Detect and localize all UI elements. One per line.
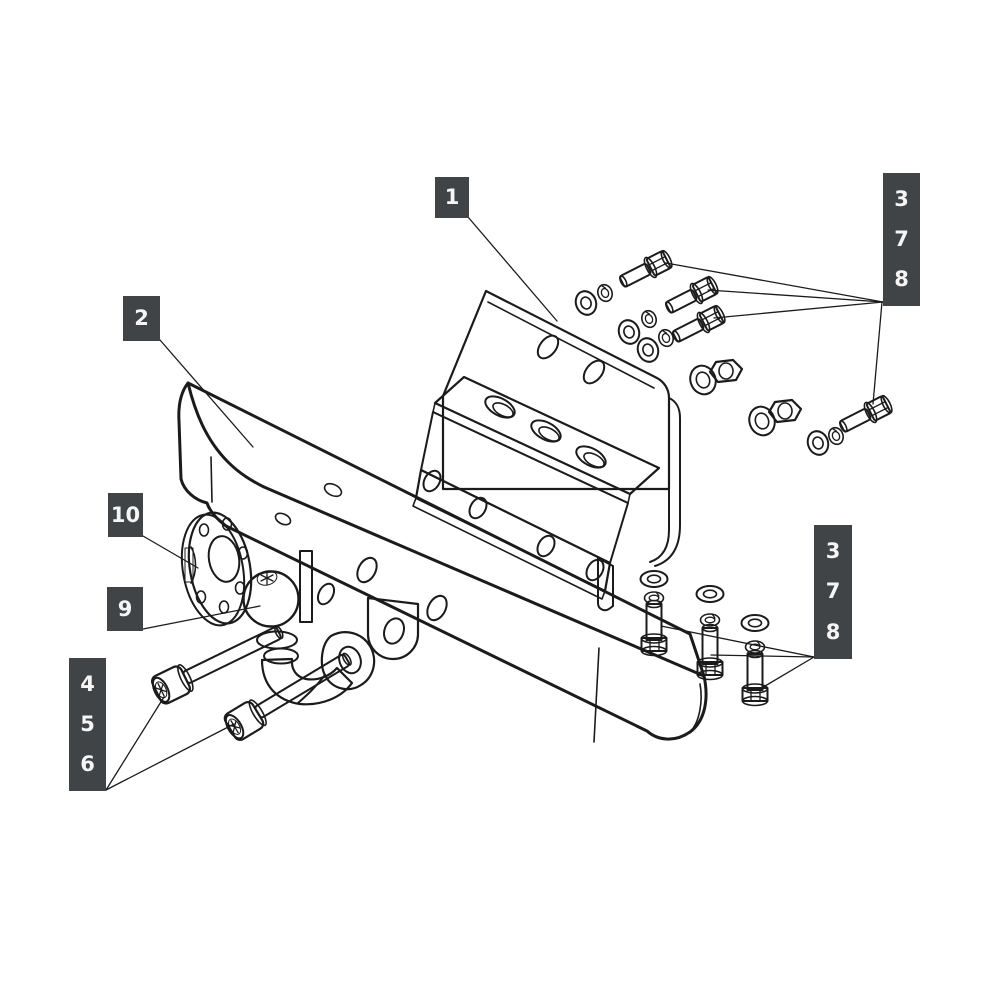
beam-hole [426,594,448,622]
callout-3-7-8-bottom: 3 7 8 [814,525,852,659]
bracket-band-holes [422,469,605,582]
callout-number: 3 [894,186,909,211]
ball-flange [320,631,376,691]
beam-hole [274,512,292,526]
hex-bolt [661,272,722,320]
callout-number: 9 [117,596,133,621]
leader-line [159,339,254,448]
leader-line [105,723,235,791]
flange-hole [338,645,362,675]
flat-washer [571,287,601,319]
flat-washer [803,427,833,459]
leader-line [759,656,815,690]
leader-line [660,625,815,658]
beam-left-cap-seam [210,456,213,503]
callout-number: 7 [894,226,909,251]
stud-bolt [741,649,769,707]
hex-bolt [835,391,896,439]
callout-number: 8 [894,267,909,292]
bracket-upper-plate [441,289,671,491]
spring-washer [638,307,660,331]
bracket-hole [582,359,606,385]
socket-plate-face [187,511,253,625]
tow-ball-assembly [242,570,376,706]
callout-1: 1 [435,177,469,218]
callout-number: 2 [134,306,149,330]
flat-washer [639,570,669,588]
mounting-tongues [299,550,420,661]
mounting-bracket [412,289,681,612]
callout-number: 8 [825,620,841,645]
hex-bolt [615,246,676,294]
beam-hole [323,482,343,498]
flat-washer [740,614,770,632]
hex-nut [767,398,803,424]
stud-bolt [640,599,668,657]
ball-neck [260,657,354,706]
tongue-hole [383,617,405,645]
neck-lower-edge [297,674,326,704]
callout-2: 2 [123,296,160,341]
tow-ball [242,570,300,628]
bracket-top-thickness [487,301,655,389]
spring-washer [594,281,616,305]
stud-bolt [696,623,724,681]
bracket-side-fold-outer [654,397,681,567]
callout-number: 10 [110,502,141,527]
right-tongue-plate [366,596,420,661]
left-tongue-plate [299,550,313,623]
leader-line [665,262,884,303]
leader-lines [105,216,884,791]
bracket-apron [420,411,629,564]
fastener-kit-top [571,246,896,459]
socket-plate-center-hole [207,535,241,583]
callout-3-7-8-top: 3 7 8 [883,173,920,306]
callout-number: 1 [444,185,460,209]
bracket-bottom-tab [597,557,614,612]
flat-washer [744,402,780,440]
socket-plate-bolt-holes [195,517,249,614]
bracket-slots [484,395,607,469]
leader-line [713,301,884,319]
flat-washer [685,361,721,399]
leader-line [142,535,199,569]
socket-plate-notch [190,546,197,584]
ball-collar [263,647,299,665]
callout-10: 10 [108,493,143,537]
leader-line [105,696,165,791]
leader-line [707,289,884,303]
bracket-shelf-top [433,375,661,496]
bracket-band-lip [412,497,606,600]
leader-line [872,301,883,405]
socket-plate [180,511,253,627]
callout-number: 5 [80,711,95,736]
ball-top-bolt [256,570,278,586]
torx-icon [260,570,274,586]
allen-bolts [147,616,359,744]
beam-right-cap-seam [593,647,600,743]
bracket-side-fold-inner [649,488,670,563]
flat-washer [695,585,725,603]
beam-front-top-edge [186,381,706,678]
callout-number: 7 [825,579,841,604]
beam-hole [356,556,378,584]
callout-9: 9 [107,587,143,631]
callout-number: 3 [825,538,841,563]
callout-4-5-6: 4 5 6 [69,658,106,791]
leader-line [710,654,815,658]
leader-line [142,605,261,630]
bracket-hole [536,334,560,360]
callout-number: 6 [80,752,95,777]
beam-right-cap-inner [689,683,702,733]
hex-nut [708,358,744,384]
callout-number: 4 [80,671,95,696]
leader-line [467,216,558,322]
beam-hole [316,582,336,606]
allen-bolt [147,616,290,708]
